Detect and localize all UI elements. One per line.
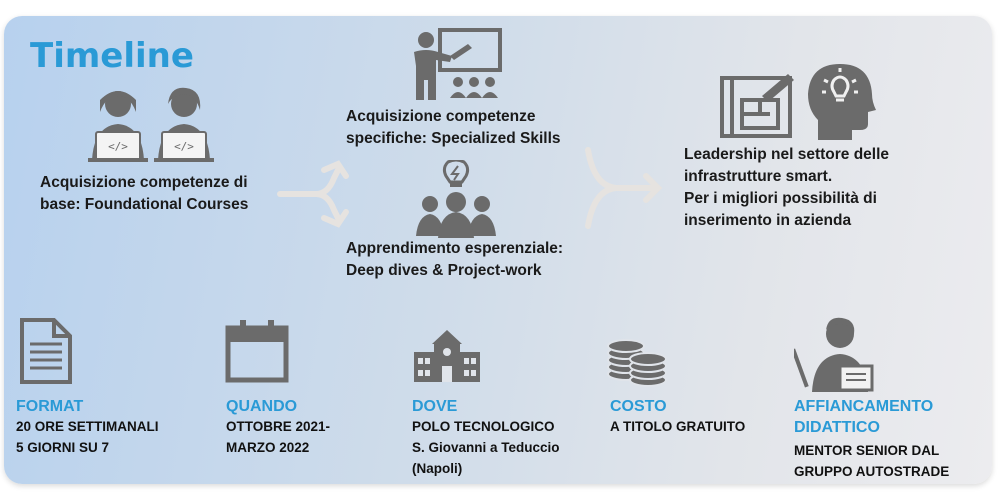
document-icon	[18, 318, 74, 384]
coins-icon	[604, 334, 668, 388]
head-lightbulb-icon	[804, 60, 878, 140]
step-leadership-text: Leadership nel settore delle infrastrutt…	[684, 146, 890, 229]
info-affiancamento-title: AFFIANCAMENTO DIDATTICO	[794, 398, 934, 436]
info-costo-title: COSTO	[610, 398, 667, 415]
info-costo-text: A TITOLO GRATUITO	[610, 419, 746, 434]
step-specialized-text: Acquisizione competenze specifiche: Spec…	[346, 108, 561, 147]
info-format-text: 20 ORE SETTIMANALI 5 GIORNI SU 7	[16, 419, 159, 455]
teacher-presentation-icon	[408, 26, 504, 106]
mentor-teacher-icon	[794, 314, 884, 392]
page-title: Timeline	[30, 36, 194, 76]
info-quando-text: OTTOBRE 2021- MARZO 2022	[226, 419, 331, 455]
svg-text:</>: </>	[108, 140, 128, 153]
info-format-title: FORMAT	[16, 398, 84, 415]
split-arrow	[276, 154, 356, 237]
info-dove-title: DOVE	[412, 398, 458, 415]
merge-arrow	[576, 146, 666, 235]
blueprint-icon	[718, 70, 796, 140]
info-dove-text: POLO TECNOLOGICO S. Giovanni a Teduccio …	[412, 419, 560, 476]
calendar-icon	[224, 318, 290, 384]
programmer-laptop-icon: </> </>	[86, 82, 216, 162]
info-quando-title: QUANDO	[226, 398, 298, 415]
step-foundational-text: Acquisizione competenze di base: Foundat…	[40, 174, 249, 213]
timeline-card: Timeline </> </> Acquisizione competenz	[4, 16, 992, 484]
svg-text:</>: </>	[174, 140, 194, 153]
info-affiancamento-text: MENTOR SENIOR DAL GRUPPO AUTOSTRADE	[794, 443, 950, 479]
step-experiential-text: Apprendimento esperenziale: Deep dives &…	[346, 240, 564, 279]
school-building-icon	[412, 328, 482, 384]
team-idea-icon	[414, 160, 498, 238]
